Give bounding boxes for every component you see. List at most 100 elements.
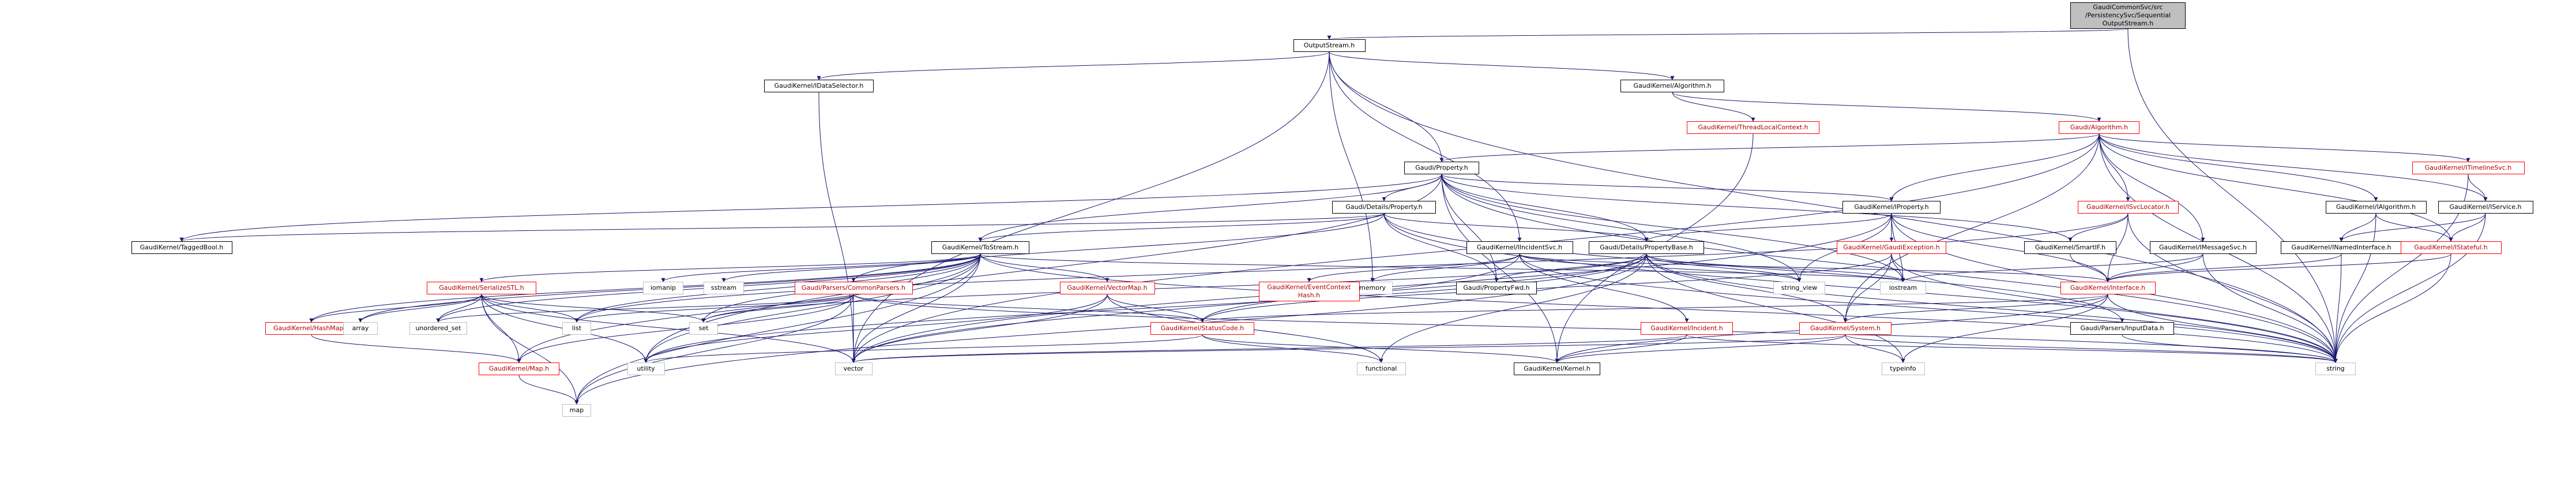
- edge-gaudi-property-to-propertyfwd: [1441, 174, 1499, 282]
- edge-commonparsers-to-map: [574, 294, 854, 405]
- node-commonparsers[interactable]: Gaudi/Parsers/CommonParsers.h: [794, 282, 913, 294]
- edge-system-to-kernel: [1555, 334, 1846, 363]
- edge-details-property-to-inputdata: [1383, 213, 2124, 323]
- edge-hashmap-to-gk-map: [311, 334, 521, 363]
- edge-iincidentsvc-to-memory: [1370, 253, 1520, 282]
- node-isvclocator[interactable]: GaudiKernel/ISvcLocator.h: [2077, 201, 2179, 214]
- node-taggedbool[interactable]: GaudiKernel/TaggedBool.h: [131, 241, 232, 254]
- node-set: set: [689, 322, 718, 335]
- node-inputdata[interactable]: Gaudi/Parsers/InputData.h: [2070, 322, 2174, 335]
- edge-statuscode-to-functional: [1202, 334, 1383, 363]
- edge-outputstream-to-vector: [851, 51, 1330, 363]
- node-istateful[interactable]: GaudiKernel/IStateful.h: [2400, 241, 2502, 254]
- edge-gaudi-algorithm-to-iproperty: [1889, 133, 2100, 201]
- node-iproperty[interactable]: GaudiKernel/IProperty.h: [1842, 201, 1941, 214]
- node-gk-algorithm[interactable]: GaudiKernel/Algorithm.h: [1620, 80, 1724, 92]
- edge-statuscode-to-kernel: [1202, 334, 1559, 363]
- edge-propertybase-to-string: [1646, 253, 2338, 363]
- node-iincidentsvc[interactable]: GaudiKernel/IIncidentSvc.h: [1466, 241, 1573, 254]
- node-smartif[interactable]: GaudiKernel/SmartIF.h: [2024, 241, 2116, 254]
- edge-propertybase-to-string-view: [1646, 253, 1802, 282]
- node-details-property[interactable]: Gaudi/Details/Property.h: [1332, 201, 1436, 214]
- node-gaudiexception[interactable]: GaudiKernel/GaudiException.h: [1837, 241, 1946, 254]
- edge-gaudi-algorithm-to-system: [1843, 133, 2100, 323]
- node-inamedinterface[interactable]: GaudiKernel/INamedInterface.h: [2281, 241, 2402, 254]
- edge-serializestl-to-map: [481, 294, 579, 405]
- edge-commonparsers-to-gk-map: [517, 294, 854, 363]
- node-outputstream[interactable]: OutputStream.h: [1293, 39, 1366, 52]
- edge-gk-algorithm-to-threadlocalcontext: [1672, 92, 1755, 122]
- edge-istateful-to-string: [2333, 253, 2451, 363]
- edge-gaudi-algorithm-to-imessagesvc: [2099, 133, 2205, 242]
- edge-commonparsers-to-unordered-set: [436, 294, 854, 323]
- node-statuscode[interactable]: GaudiKernel/StatusCode.h: [1150, 322, 1254, 335]
- edge-gaudi-algorithm-to-istateful: [2099, 133, 2453, 242]
- edge-tostream-to-iomanip: [661, 253, 981, 282]
- edge-gaudiexception-to-statuscode: [1200, 253, 1892, 323]
- edge-gaudi-property-to-propertybase: [1441, 174, 1649, 242]
- edge-outputstream-to-iincidentsvc: [1329, 51, 1522, 242]
- node-iservice[interactable]: GaudiKernel/IService.h: [2438, 201, 2533, 214]
- node-propertyfwd[interactable]: Gaudi/PropertyFwd.h: [1456, 282, 1537, 294]
- edge-gaudi-property-to-iostream: [1441, 174, 1905, 282]
- node-gk-map[interactable]: GaudiKernel/Map.h: [479, 363, 559, 375]
- edge-gaudiexception-to-system: [1843, 253, 1892, 323]
- node-system[interactable]: GaudiKernel/System.h: [1799, 322, 1891, 335]
- node-incident[interactable]: GaudiKernel/Incident.h: [1641, 322, 1733, 335]
- edge-propertybase-to-iostream: [1646, 253, 1905, 282]
- edge-iproperty-to-interface: [1891, 213, 2110, 282]
- edge-propertybase-to-utility: [644, 253, 1647, 363]
- node-imessagesvc[interactable]: GaudiKernel/IMessageSvc.h: [2149, 241, 2257, 254]
- edge-gaudi-algorithm-to-itimelinesvc: [2099, 133, 2470, 162]
- edge-gaudi-property-to-string: [1441, 174, 2338, 363]
- node-itimelinesvc[interactable]: GaudiKernel/ITimelineSvc.h: [2412, 162, 2525, 174]
- edge-details-property-to-taggedbool: [180, 213, 1385, 242]
- edge-iservice-to-istateful: [2449, 213, 2486, 242]
- node-memory: memory: [1352, 282, 1393, 294]
- node-interface[interactable]: GaudiKernel/Interface.h: [2060, 282, 2156, 294]
- edge-gk-algorithm-to-gaudi-algorithm: [1672, 92, 2101, 122]
- edge-outputstream-to-idataselector: [817, 51, 1330, 80]
- edge-imessagesvc-to-interface: [2105, 253, 2203, 282]
- edge-root-to-string: [2127, 28, 2338, 363]
- edge-incident-to-kernel: [1555, 334, 1687, 363]
- edge-incident-to-string: [1686, 334, 2338, 363]
- node-threadlocalcontext[interactable]: GaudiKernel/ThreadLocalContext.h: [1687, 121, 1819, 134]
- edge-tostream-to-vector: [851, 253, 981, 363]
- edge-imessagesvc-to-string: [2202, 253, 2338, 363]
- edge-itimelinesvc-to-iservice: [2468, 174, 2488, 201]
- edge-smartif-to-interface: [2070, 253, 2110, 282]
- edge-gk-map-to-map: [518, 375, 579, 405]
- node-eventcontexthash[interactable]: GaudiKernel/EventContext Hash.h: [1258, 282, 1360, 301]
- edge-outputstream-to-gk-algorithm: [1329, 51, 1675, 80]
- node-string-view: string_view: [1773, 282, 1825, 294]
- node-hashmap[interactable]: GaudiKernel/HashMap.h: [265, 322, 358, 335]
- edge-iproperty-to-propertybase: [1644, 213, 1892, 242]
- edge-gaudi-algorithm-to-ialgorithm: [2099, 133, 2378, 201]
- edge-isvclocator-to-interface: [2105, 213, 2129, 282]
- node-idataselector[interactable]: GaudiKernel/IDataSelector.h: [764, 80, 874, 92]
- edge-propertybase-to-system: [1646, 253, 1848, 323]
- node-gaudi-algorithm[interactable]: Gaudi/Algorithm.h: [2059, 121, 2139, 134]
- node-kernel[interactable]: GaudiKernel/Kernel.h: [1514, 363, 1600, 375]
- edge-isvclocator-to-list: [574, 213, 2129, 323]
- node-serializestl[interactable]: GaudiKernel/SerializeSTL.h: [427, 282, 536, 294]
- edge-propertybase-to-typeinfo: [1646, 253, 1905, 363]
- edge-gaudi-property-to-tostream: [978, 174, 1442, 242]
- node-array: array: [343, 322, 378, 335]
- node-vectormap[interactable]: GaudiKernel/VectorMap.h: [1059, 282, 1155, 294]
- edge-serializestl-to-unordered-set: [436, 294, 482, 323]
- edge-outputstream-to-gaudi-property: [1329, 51, 1444, 162]
- edge-serializestl-to-vector: [481, 294, 856, 363]
- edge-gaudi-property-to-taggedbool: [179, 174, 1442, 242]
- edge-isvclocator-to-smartif: [2068, 213, 2129, 242]
- edge-serializestl-to-hashmap: [309, 294, 482, 323]
- node-map: map: [562, 404, 591, 417]
- edge-propertybase-to-set: [701, 253, 1647, 323]
- node-propertybase[interactable]: Gaudi/Details/PropertyBase.h: [1589, 241, 1704, 254]
- node-ialgorithm[interactable]: GaudiKernel/IAlgorithm.h: [2325, 201, 2427, 214]
- edge-tostream-to-utility: [644, 253, 981, 363]
- node-gaudi-property[interactable]: Gaudi/Property.h: [1404, 162, 1479, 174]
- edge-outputstream-to-memory: [1329, 51, 1375, 282]
- node-tostream[interactable]: GaudiKernel/ToStream.h: [931, 241, 1029, 254]
